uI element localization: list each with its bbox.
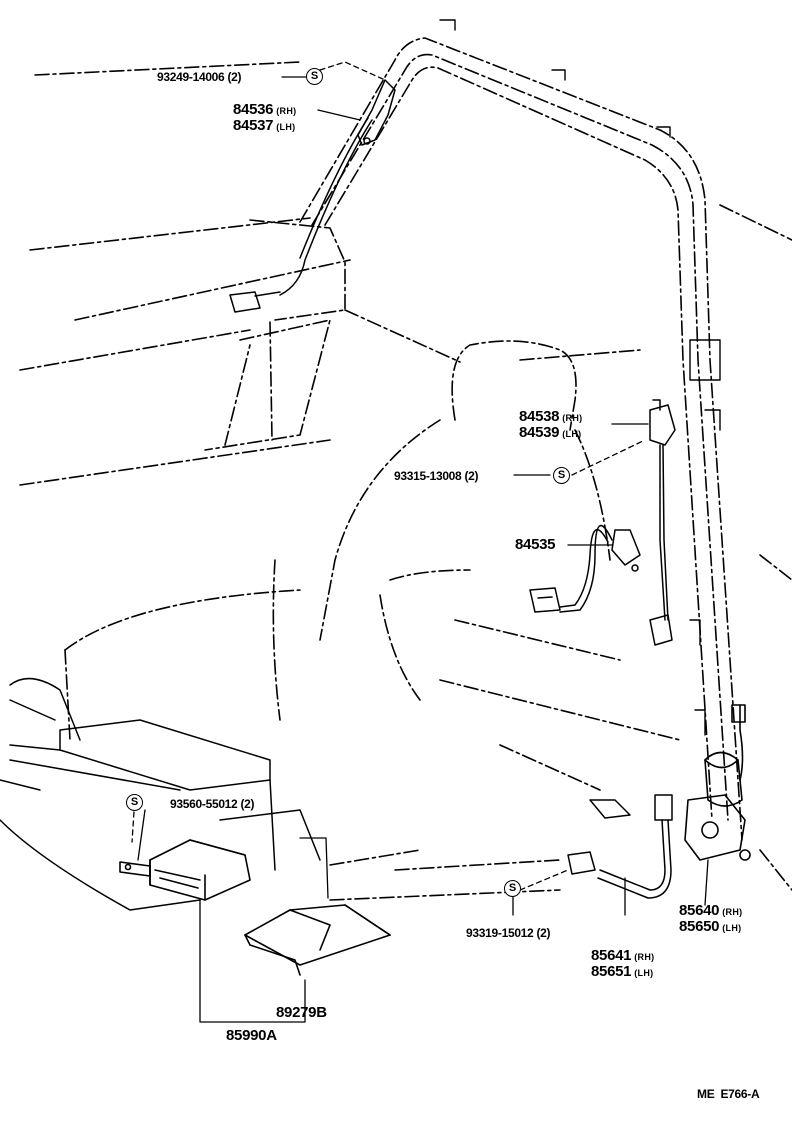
floor-plate (244, 904, 391, 976)
callout-84536: 84536(RH) (233, 102, 296, 119)
belt-computer-unit (119, 839, 251, 901)
callout-85641: 85641(RH) (591, 948, 654, 965)
part-number: 85640 (679, 902, 720, 919)
part-suffix: (LH) (722, 923, 742, 933)
part-number: 85650 (679, 918, 720, 935)
part-number: 85651 (591, 963, 632, 980)
part-suffix: (LH) (634, 968, 654, 978)
dashboard-lines (19, 61, 641, 486)
guide-rail (567, 794, 673, 899)
callout-93560-55012: 93560-55012 (2) (170, 797, 255, 811)
leader-dashed (131, 61, 646, 891)
callout-85650: 85650(LH) (679, 919, 741, 936)
diagram-code: ME E766-A (697, 1087, 760, 1101)
seat-back (272, 340, 611, 721)
part-suffix: (RH) (276, 106, 297, 116)
part-number: 85641 (591, 947, 632, 964)
callout-84538: 84538(RH) (519, 409, 582, 426)
standard-part-symbol: S (126, 794, 143, 811)
center-console (0, 677, 321, 911)
frame-clips (439, 19, 721, 736)
belt-switch (649, 399, 676, 646)
part-number: 84538 (519, 408, 560, 425)
callout-93319-15012: 93319-15012 (2) (466, 926, 551, 940)
seat-cushion (64, 589, 681, 901)
part-suffix: (LH) (276, 122, 296, 132)
callout-84539: 84539(LH) (519, 425, 581, 442)
part-number: 84539 (519, 424, 560, 441)
upper-belt-anchor (229, 79, 396, 313)
callout-84535: 84535 (515, 536, 556, 553)
part-number: 84537 (233, 117, 274, 134)
part-suffix: (RH) (562, 413, 583, 423)
leader-lines (137, 76, 709, 1023)
dashboard-panel (204, 219, 346, 451)
callout-85640: 85640(RH) (679, 903, 742, 920)
part-suffix: (RH) (722, 907, 743, 917)
retractor-motor (684, 704, 751, 861)
callout-85990A: 85990A (226, 1027, 277, 1044)
door-frame-outline (299, 37, 792, 891)
standard-part-symbol: S (553, 467, 570, 484)
callout-84537: 84537(LH) (233, 118, 295, 135)
callout-85651: 85651(LH) (591, 964, 653, 981)
callout-93249-14006: 93249-14006 (2) (157, 70, 242, 84)
part-number: 84536 (233, 101, 274, 118)
callout-93315-13008: 93315-13008 (2) (394, 469, 479, 483)
callout-89279B: 89279B (276, 1004, 327, 1021)
part-suffix: (LH) (562, 429, 582, 439)
standard-part-symbol: S (306, 68, 323, 85)
standard-part-symbol: S (504, 880, 521, 897)
belt-harness (529, 524, 641, 613)
part-suffix: (RH) (634, 952, 655, 962)
